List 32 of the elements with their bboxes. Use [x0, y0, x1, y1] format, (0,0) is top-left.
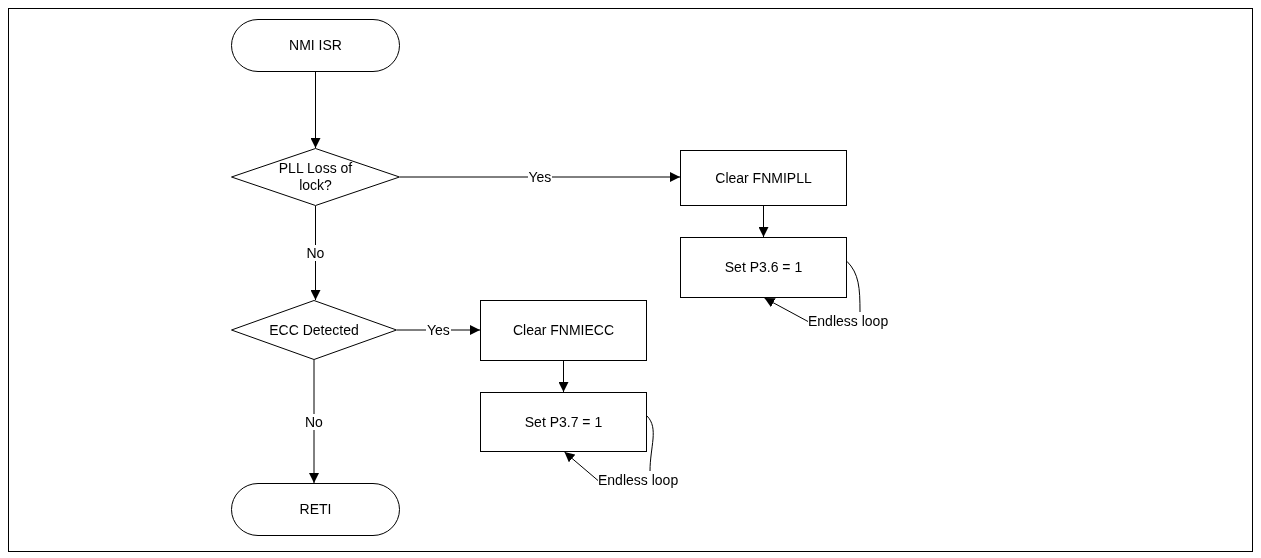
arrow: [764, 297, 809, 322]
decision-diamond: [231, 148, 400, 206]
terminal-shape: [231, 19, 400, 72]
node-text: Clear FNMIPLL: [715, 169, 812, 187]
node-text: Set P3.7 = 1: [524, 413, 603, 431]
arrow: [309, 359, 319, 484]
edge-label: Yes: [426, 322, 451, 338]
arrow: [310, 205, 321, 301]
node-text: RETI: [299, 501, 332, 518]
node-text: Clear FNMIECC: [512, 322, 615, 339]
arrow: [310, 71, 321, 149]
edge-label: Yes: [527, 169, 553, 185]
process-box: [680, 150, 847, 206]
decision-diamond: [231, 300, 397, 360]
process-box: [480, 392, 647, 452]
process-box: [680, 237, 847, 298]
arrow: [758, 205, 769, 238]
arrow: [564, 451, 599, 481]
node-text: PLL Loss of lock?: [277, 160, 354, 194]
terminal-shape: [231, 483, 400, 536]
node-text: ECC Detected: [268, 321, 360, 339]
arrow: [558, 360, 569, 393]
connector-line: [646, 415, 654, 472]
node-text: NMI ISR: [289, 37, 342, 54]
edge-label: No: [305, 245, 326, 261]
note-text: Endless loop: [598, 472, 679, 489]
arrow: [399, 172, 681, 182]
note-text: Endless loop: [808, 313, 889, 330]
connector-line: [846, 260, 861, 313]
process-box: [480, 300, 647, 361]
edge-label: No: [304, 413, 324, 430]
node-text: Set P3.6 = 1: [724, 259, 803, 276]
